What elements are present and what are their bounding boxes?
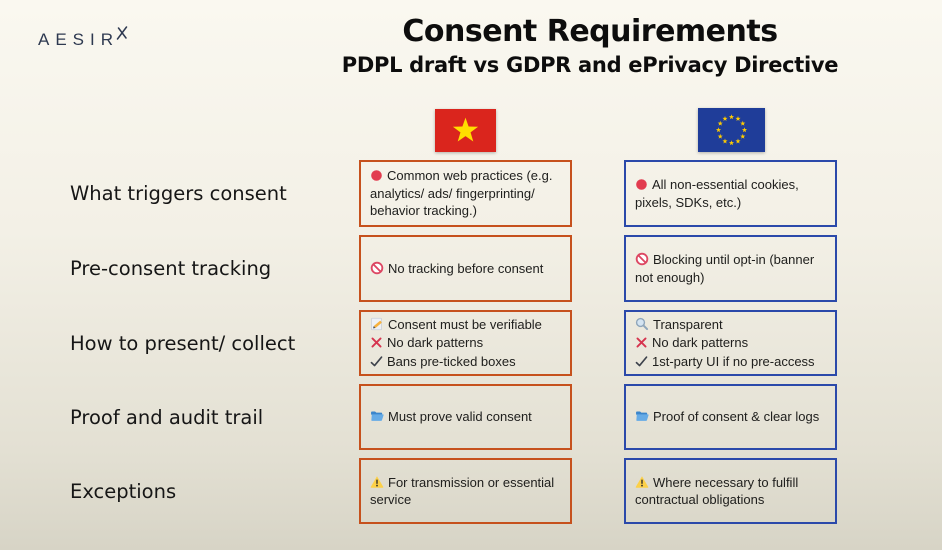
eu-cell-pre-consent-tracking: Blocking until opt-in (banner not enough… <box>624 235 837 302</box>
cross-mark-icon <box>370 336 383 349</box>
open-folder-icon <box>635 409 649 423</box>
vn-cell-pre-consent-tracking: No tracking before consent <box>359 235 572 302</box>
red-circle-icon <box>370 169 383 182</box>
page-subtitle: PDPL draft vs GDPR and ePrivacy Directiv… <box>341 53 839 77</box>
warning-icon <box>635 475 649 489</box>
prohibited-icon <box>370 261 384 275</box>
vn-cell-proof-and-audit-trail: Must prove valid consent <box>359 384 572 450</box>
vn-cell-how-to-present-collect: Consent must be verifiable No dark patte… <box>359 310 572 376</box>
check-mark-icon <box>635 355 648 368</box>
open-folder-icon <box>370 409 384 423</box>
check-mark-icon <box>370 355 383 368</box>
vn-cell-exceptions: For transmission or essential service <box>359 458 572 524</box>
x-mark-icon <box>116 26 128 40</box>
row-label-how-to-present-collect: How to present/ collect <box>70 331 296 355</box>
eu-cell-exceptions: Where necessary to fulfill contractual o… <box>624 458 837 524</box>
magnifier-icon <box>635 317 649 331</box>
eu-cell-how-to-present-collect: Transparent No dark patterns 1st-party U… <box>624 310 837 376</box>
row-label-pre-consent-tracking: Pre-consent tracking <box>70 257 272 280</box>
header: Consent Requirements PDPL draft vs GDPR … <box>240 14 940 77</box>
cross-mark-icon <box>635 336 648 349</box>
row-label-what-triggers-consent: What triggers consent <box>70 182 287 205</box>
logo-text: AESIR <box>38 30 120 49</box>
aesir-logo: AESIR <box>38 26 128 50</box>
memo-icon <box>370 317 384 331</box>
eu-cell-proof-and-audit-trail: Proof of consent & clear logs <box>624 384 837 450</box>
eu-flag-icon <box>698 108 765 152</box>
page-title: Consent Requirements <box>402 14 778 49</box>
eu-cell-what-triggers-consent: All non-essential cookies, pixels, SDKs,… <box>624 160 837 227</box>
prohibited-icon <box>635 252 649 266</box>
vietnam-flag-icon <box>435 109 496 152</box>
warning-icon <box>370 475 384 489</box>
row-label-exceptions: Exceptions <box>70 479 177 503</box>
vn-cell-what-triggers-consent: Common web practices (e.g. analytics/ ad… <box>359 160 572 227</box>
row-label-proof-and-audit-trail: Proof and audit trail <box>70 405 264 429</box>
red-circle-icon <box>635 178 648 191</box>
